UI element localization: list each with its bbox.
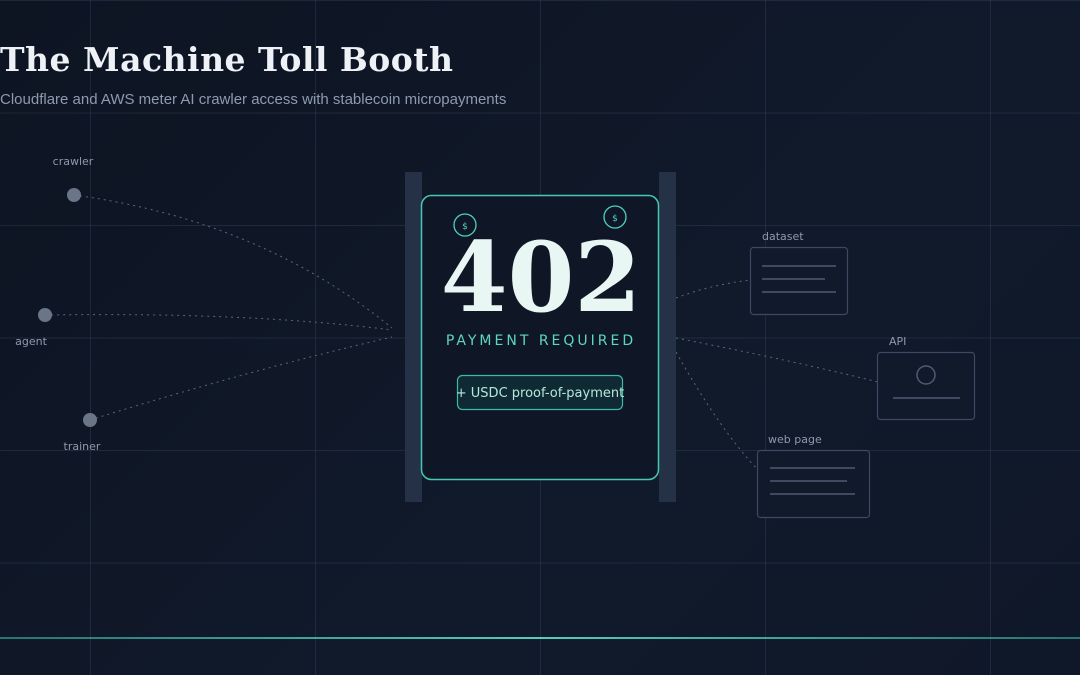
web-page-card	[756, 449, 871, 519]
page-title: The Machine Toll Booth	[0, 40, 454, 79]
agent-label: agent	[15, 335, 47, 348]
resource-dataset: dataset	[749, 230, 849, 316]
dataset-connector	[675, 279, 751, 299]
coin-symbol: $	[462, 222, 468, 232]
api-card	[876, 351, 976, 421]
document-icon	[762, 265, 836, 293]
coin-symbol: $	[612, 214, 618, 224]
coin-icon: $	[453, 213, 477, 237]
trainer-label: trainer	[64, 440, 101, 453]
page-subtitle: Cloudflare and AWS meter AI crawler acce…	[0, 91, 507, 108]
payment-badge	[456, 374, 624, 411]
payment-badge-label: + USDC proof-of-payment	[456, 386, 624, 401]
agent-node	[38, 308, 52, 322]
api-connector	[675, 337, 879, 383]
agent-connector	[44, 314, 393, 331]
webpage-connector	[675, 351, 759, 471]
trainer-node	[83, 413, 97, 427]
coin-icon: $	[603, 205, 627, 229]
requester-agent: agent	[15, 308, 52, 348]
crawler-connector	[73, 194, 393, 329]
document-icon	[770, 467, 855, 495]
requester-crawler: crawler	[53, 155, 94, 202]
web-page-label: web page	[768, 433, 822, 446]
requester-trainer: trainer	[64, 413, 101, 453]
resource-web-page: web page	[756, 433, 871, 519]
gate-post-left	[405, 172, 422, 502]
base-glow-line	[0, 637, 1080, 639]
dataset-label: dataset	[762, 230, 804, 243]
status-code: 402	[441, 221, 641, 334]
crawler-node	[67, 188, 81, 202]
payment-gate: $ $ 402 PAYMENT REQUIRED + USDC proof-of…	[420, 194, 660, 481]
resource-api: API	[876, 335, 976, 421]
status-message: PAYMENT REQUIRED	[446, 333, 636, 349]
crawler-label: crawler	[53, 155, 94, 168]
api-label: API	[889, 335, 906, 348]
gate-post-right	[659, 172, 676, 502]
dataset-card	[749, 246, 849, 316]
api-icon	[893, 365, 960, 399]
trainer-connector	[89, 336, 393, 421]
